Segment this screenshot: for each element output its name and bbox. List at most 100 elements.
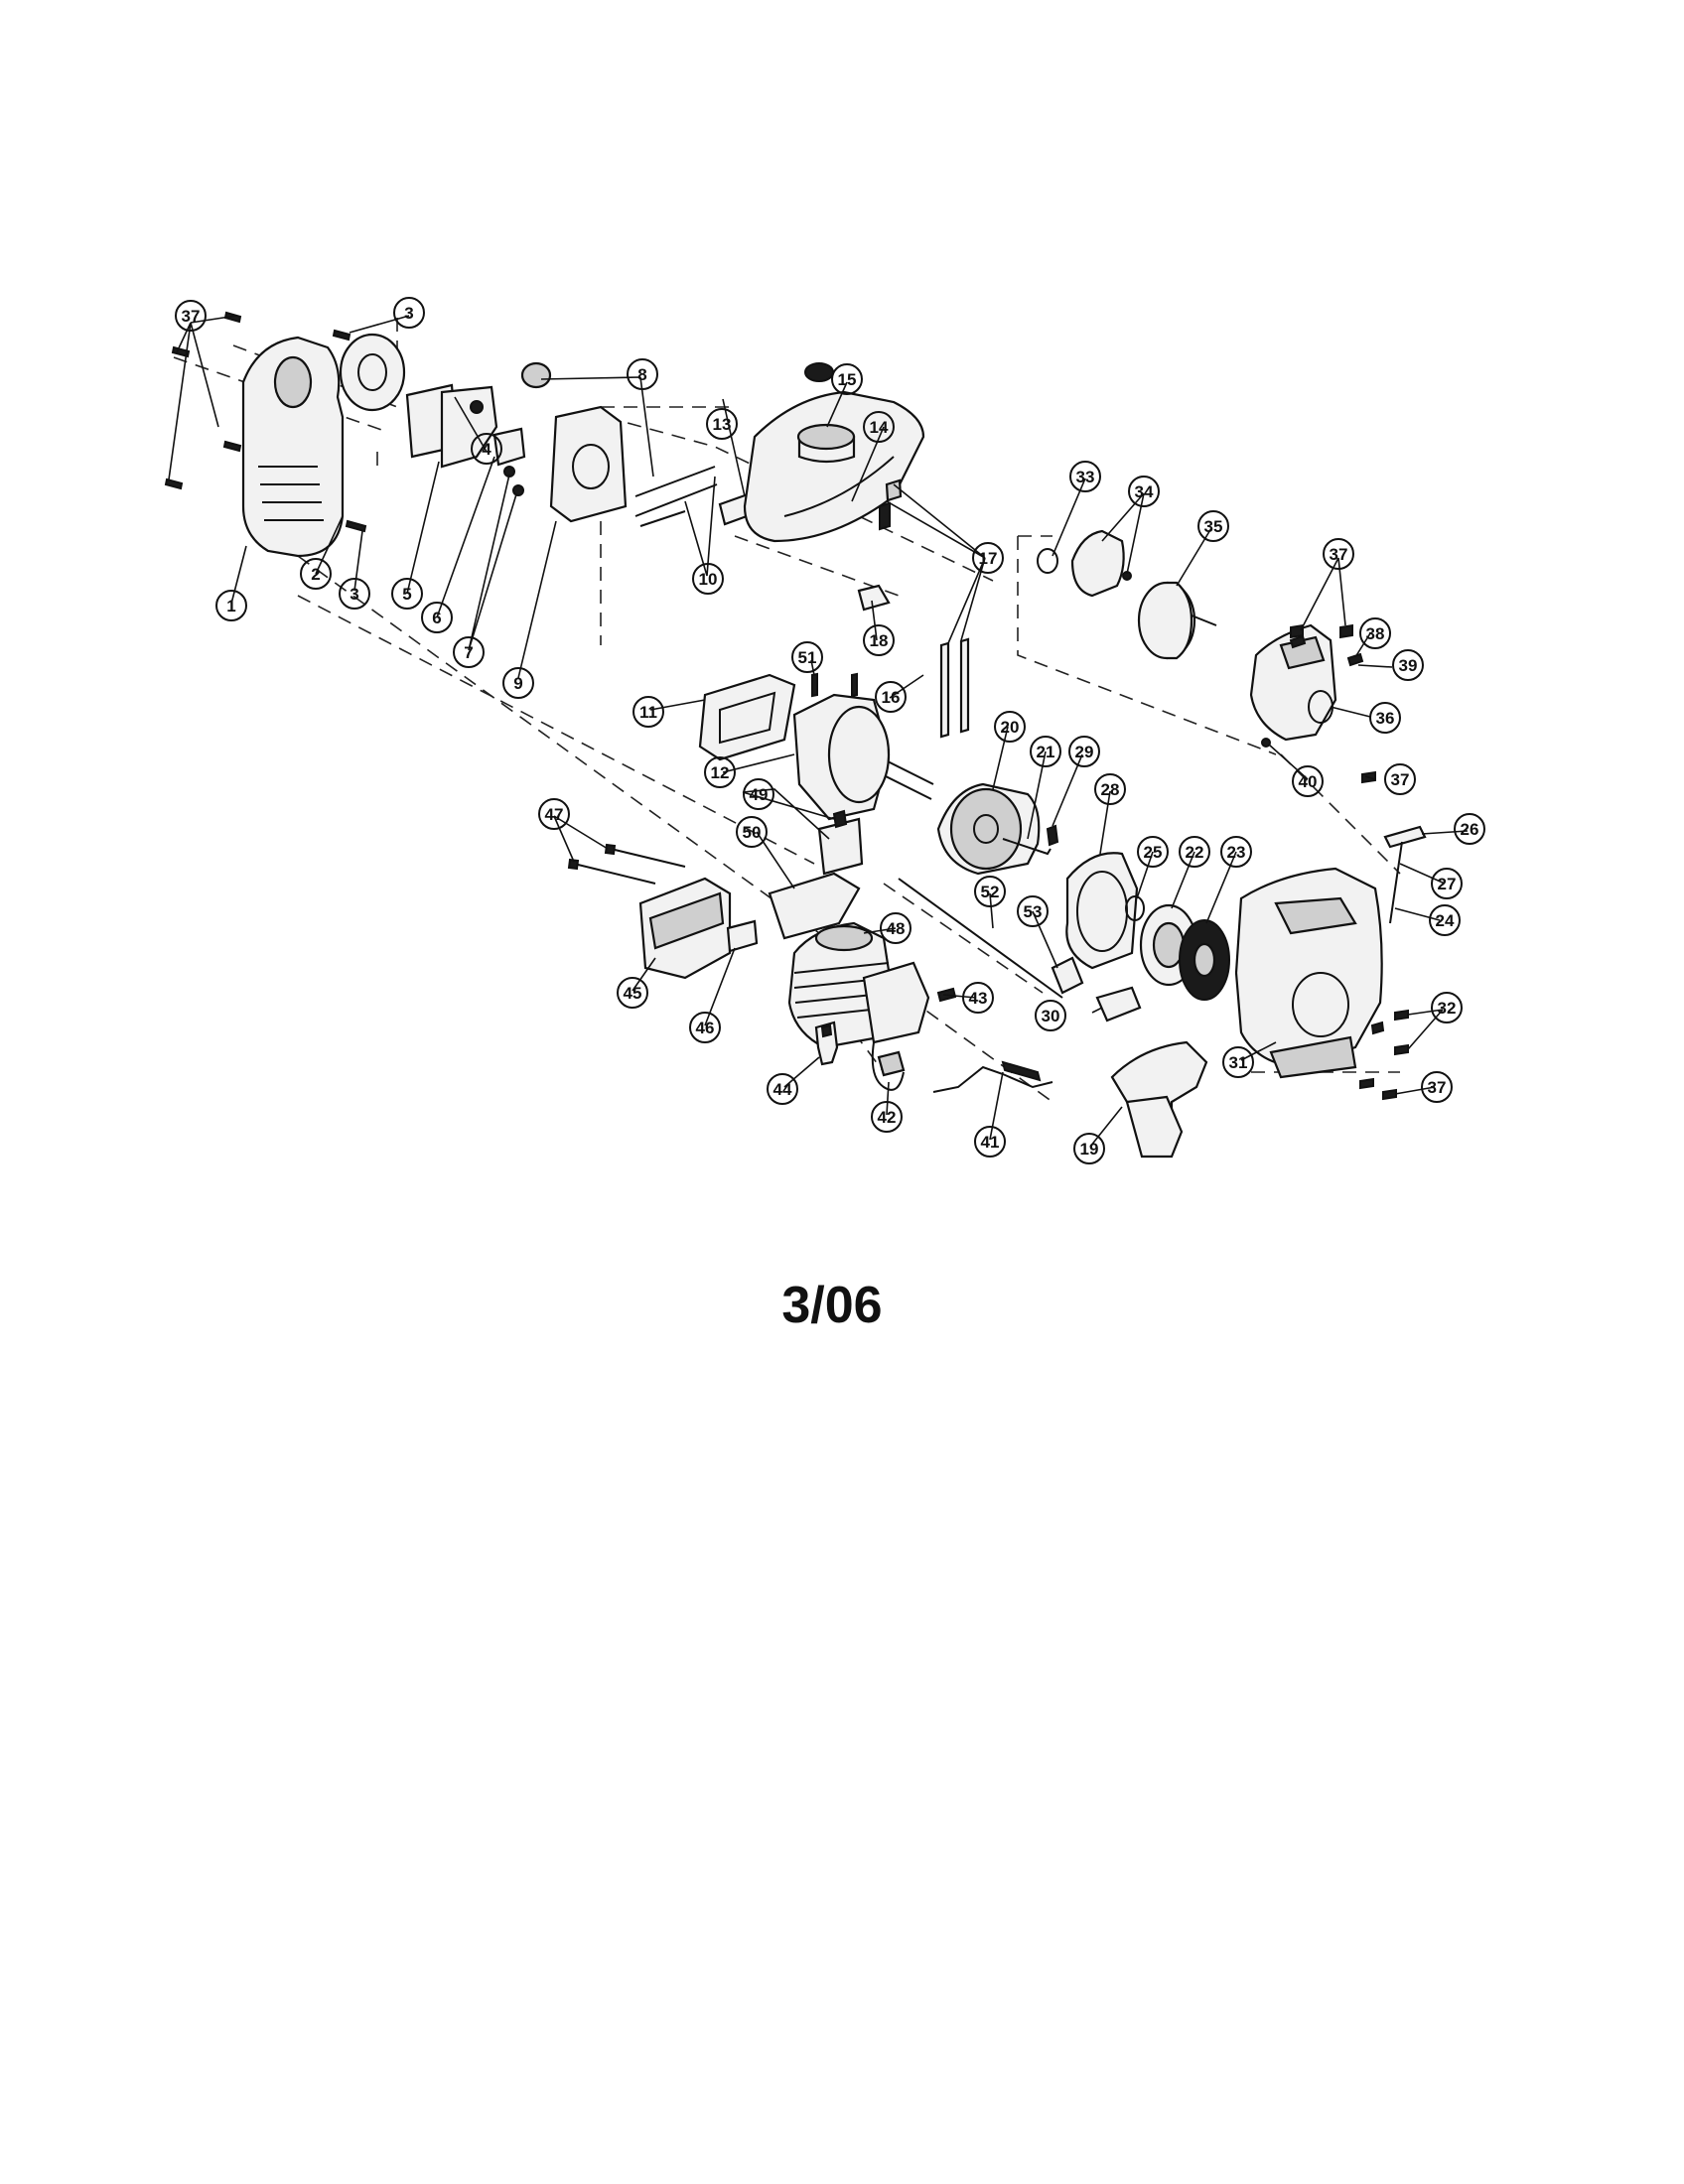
callout-37-top-left[interactable]: 37 bbox=[175, 300, 207, 332]
callout-25[interactable]: 25 bbox=[1137, 836, 1169, 868]
callout-2[interactable]: 2 bbox=[300, 558, 332, 590]
callout-23[interactable]: 23 bbox=[1220, 836, 1252, 868]
callout-28[interactable]: 28 bbox=[1094, 773, 1126, 805]
callout-50[interactable]: 50 bbox=[736, 816, 768, 848]
callout-7[interactable]: 7 bbox=[453, 636, 485, 668]
callout-3-bottom[interactable]: 3 bbox=[339, 578, 370, 610]
svg-text:25: 25 bbox=[1144, 843, 1163, 862]
svg-text:15: 15 bbox=[838, 370, 857, 389]
callout-48[interactable]: 48 bbox=[880, 912, 912, 944]
svg-text:6: 6 bbox=[432, 609, 441, 627]
callout-6[interactable]: 6 bbox=[421, 602, 453, 633]
callout-26[interactable]: 26 bbox=[1454, 813, 1485, 845]
callout-3-top[interactable]: 3 bbox=[393, 297, 425, 329]
svg-text:12: 12 bbox=[711, 763, 730, 782]
svg-text:42: 42 bbox=[878, 1108, 897, 1127]
svg-text:37: 37 bbox=[1391, 770, 1410, 789]
svg-text:34: 34 bbox=[1135, 482, 1154, 501]
svg-text:10: 10 bbox=[699, 570, 718, 589]
callout-9[interactable]: 9 bbox=[502, 667, 534, 699]
svg-text:17: 17 bbox=[979, 549, 998, 568]
callout-20[interactable]: 20 bbox=[994, 711, 1026, 743]
callout-17[interactable]: 17 bbox=[972, 542, 1004, 574]
callout-39[interactable]: 39 bbox=[1392, 649, 1424, 681]
callout-47[interactable]: 47 bbox=[538, 798, 570, 830]
callout-30[interactable]: 30 bbox=[1035, 1000, 1066, 1031]
callout-22[interactable]: 22 bbox=[1179, 836, 1210, 868]
callout-34[interactable]: 34 bbox=[1128, 476, 1160, 507]
svg-text:52: 52 bbox=[981, 883, 1000, 901]
callout-27[interactable]: 27 bbox=[1431, 868, 1463, 899]
callout-35[interactable]: 35 bbox=[1197, 510, 1229, 542]
callout-36[interactable]: 36 bbox=[1369, 702, 1401, 734]
svg-text:13: 13 bbox=[713, 415, 732, 434]
svg-text:7: 7 bbox=[464, 643, 473, 662]
revision-date: 3/06 bbox=[781, 1277, 883, 1334]
svg-text:4: 4 bbox=[482, 440, 491, 459]
callout-29[interactable]: 29 bbox=[1068, 736, 1100, 767]
svg-text:14: 14 bbox=[870, 418, 889, 437]
callout-51[interactable]: 51 bbox=[791, 641, 823, 673]
callout-24[interactable]: 24 bbox=[1429, 904, 1461, 936]
callout-38[interactable]: 38 bbox=[1359, 617, 1391, 649]
callout-12[interactable]: 12 bbox=[704, 756, 736, 788]
callout-4[interactable]: 4 bbox=[471, 433, 502, 465]
svg-text:35: 35 bbox=[1204, 517, 1223, 536]
callout-37-bottom-right[interactable]: 37 bbox=[1421, 1071, 1453, 1103]
callout-41[interactable]: 41 bbox=[974, 1126, 1006, 1158]
callout-32[interactable]: 32 bbox=[1431, 992, 1463, 1024]
leader-lines bbox=[168, 315, 1469, 1148]
svg-text:46: 46 bbox=[696, 1019, 715, 1037]
callout-33[interactable]: 33 bbox=[1069, 461, 1101, 492]
svg-text:50: 50 bbox=[743, 823, 762, 842]
callout-16[interactable]: 16 bbox=[875, 681, 907, 713]
callout-21[interactable]: 21 bbox=[1030, 736, 1061, 767]
callout-14[interactable]: 14 bbox=[863, 411, 895, 443]
callout-18[interactable]: 18 bbox=[863, 624, 895, 656]
callout-11[interactable]: 11 bbox=[632, 696, 664, 728]
callout-43[interactable]: 43 bbox=[962, 982, 994, 1014]
svg-text:48: 48 bbox=[887, 919, 906, 938]
callout-53[interactable]: 53 bbox=[1017, 895, 1049, 927]
assembly-guide-lines bbox=[173, 318, 1401, 1103]
svg-text:45: 45 bbox=[624, 984, 642, 1003]
callout-37-top-right[interactable]: 37 bbox=[1323, 538, 1354, 570]
callout-10[interactable]: 10 bbox=[692, 563, 724, 595]
callout-15[interactable]: 15 bbox=[831, 363, 863, 395]
svg-text:22: 22 bbox=[1186, 843, 1204, 862]
callout-5[interactable]: 5 bbox=[391, 578, 423, 610]
svg-text:44: 44 bbox=[773, 1080, 792, 1099]
svg-text:3: 3 bbox=[350, 585, 358, 604]
callout-52[interactable]: 52 bbox=[974, 876, 1006, 907]
svg-text:41: 41 bbox=[981, 1133, 1000, 1152]
callout-44[interactable]: 44 bbox=[767, 1073, 798, 1105]
svg-text:16: 16 bbox=[882, 688, 901, 707]
callout-42[interactable]: 42 bbox=[871, 1101, 903, 1133]
callout-49[interactable]: 49 bbox=[743, 778, 774, 810]
svg-text:28: 28 bbox=[1101, 780, 1120, 799]
svg-text:32: 32 bbox=[1438, 999, 1457, 1018]
callout-46[interactable]: 46 bbox=[689, 1012, 721, 1043]
svg-text:21: 21 bbox=[1037, 743, 1055, 761]
callout-13[interactable]: 13 bbox=[706, 408, 738, 440]
callout-37-mid-right[interactable]: 37 bbox=[1384, 763, 1416, 795]
callout-45[interactable]: 45 bbox=[617, 977, 648, 1009]
svg-text:36: 36 bbox=[1376, 709, 1395, 728]
svg-text:31: 31 bbox=[1229, 1053, 1248, 1072]
callout-31[interactable]: 31 bbox=[1222, 1046, 1254, 1078]
part-drawings bbox=[164, 311, 1427, 1159]
svg-text:39: 39 bbox=[1399, 656, 1418, 675]
callout-40[interactable]: 40 bbox=[1292, 765, 1324, 797]
callout-8[interactable]: 8 bbox=[627, 358, 658, 390]
svg-text:9: 9 bbox=[513, 674, 522, 693]
svg-text:38: 38 bbox=[1366, 624, 1385, 643]
callout-19[interactable]: 19 bbox=[1073, 1133, 1105, 1164]
svg-text:24: 24 bbox=[1436, 911, 1455, 930]
svg-text:2: 2 bbox=[311, 565, 320, 584]
svg-text:37: 37 bbox=[1330, 545, 1348, 564]
svg-text:18: 18 bbox=[870, 631, 889, 650]
svg-text:3: 3 bbox=[404, 304, 413, 323]
svg-text:19: 19 bbox=[1080, 1140, 1099, 1159]
svg-text:27: 27 bbox=[1438, 875, 1457, 893]
callout-1[interactable]: 1 bbox=[215, 590, 247, 621]
